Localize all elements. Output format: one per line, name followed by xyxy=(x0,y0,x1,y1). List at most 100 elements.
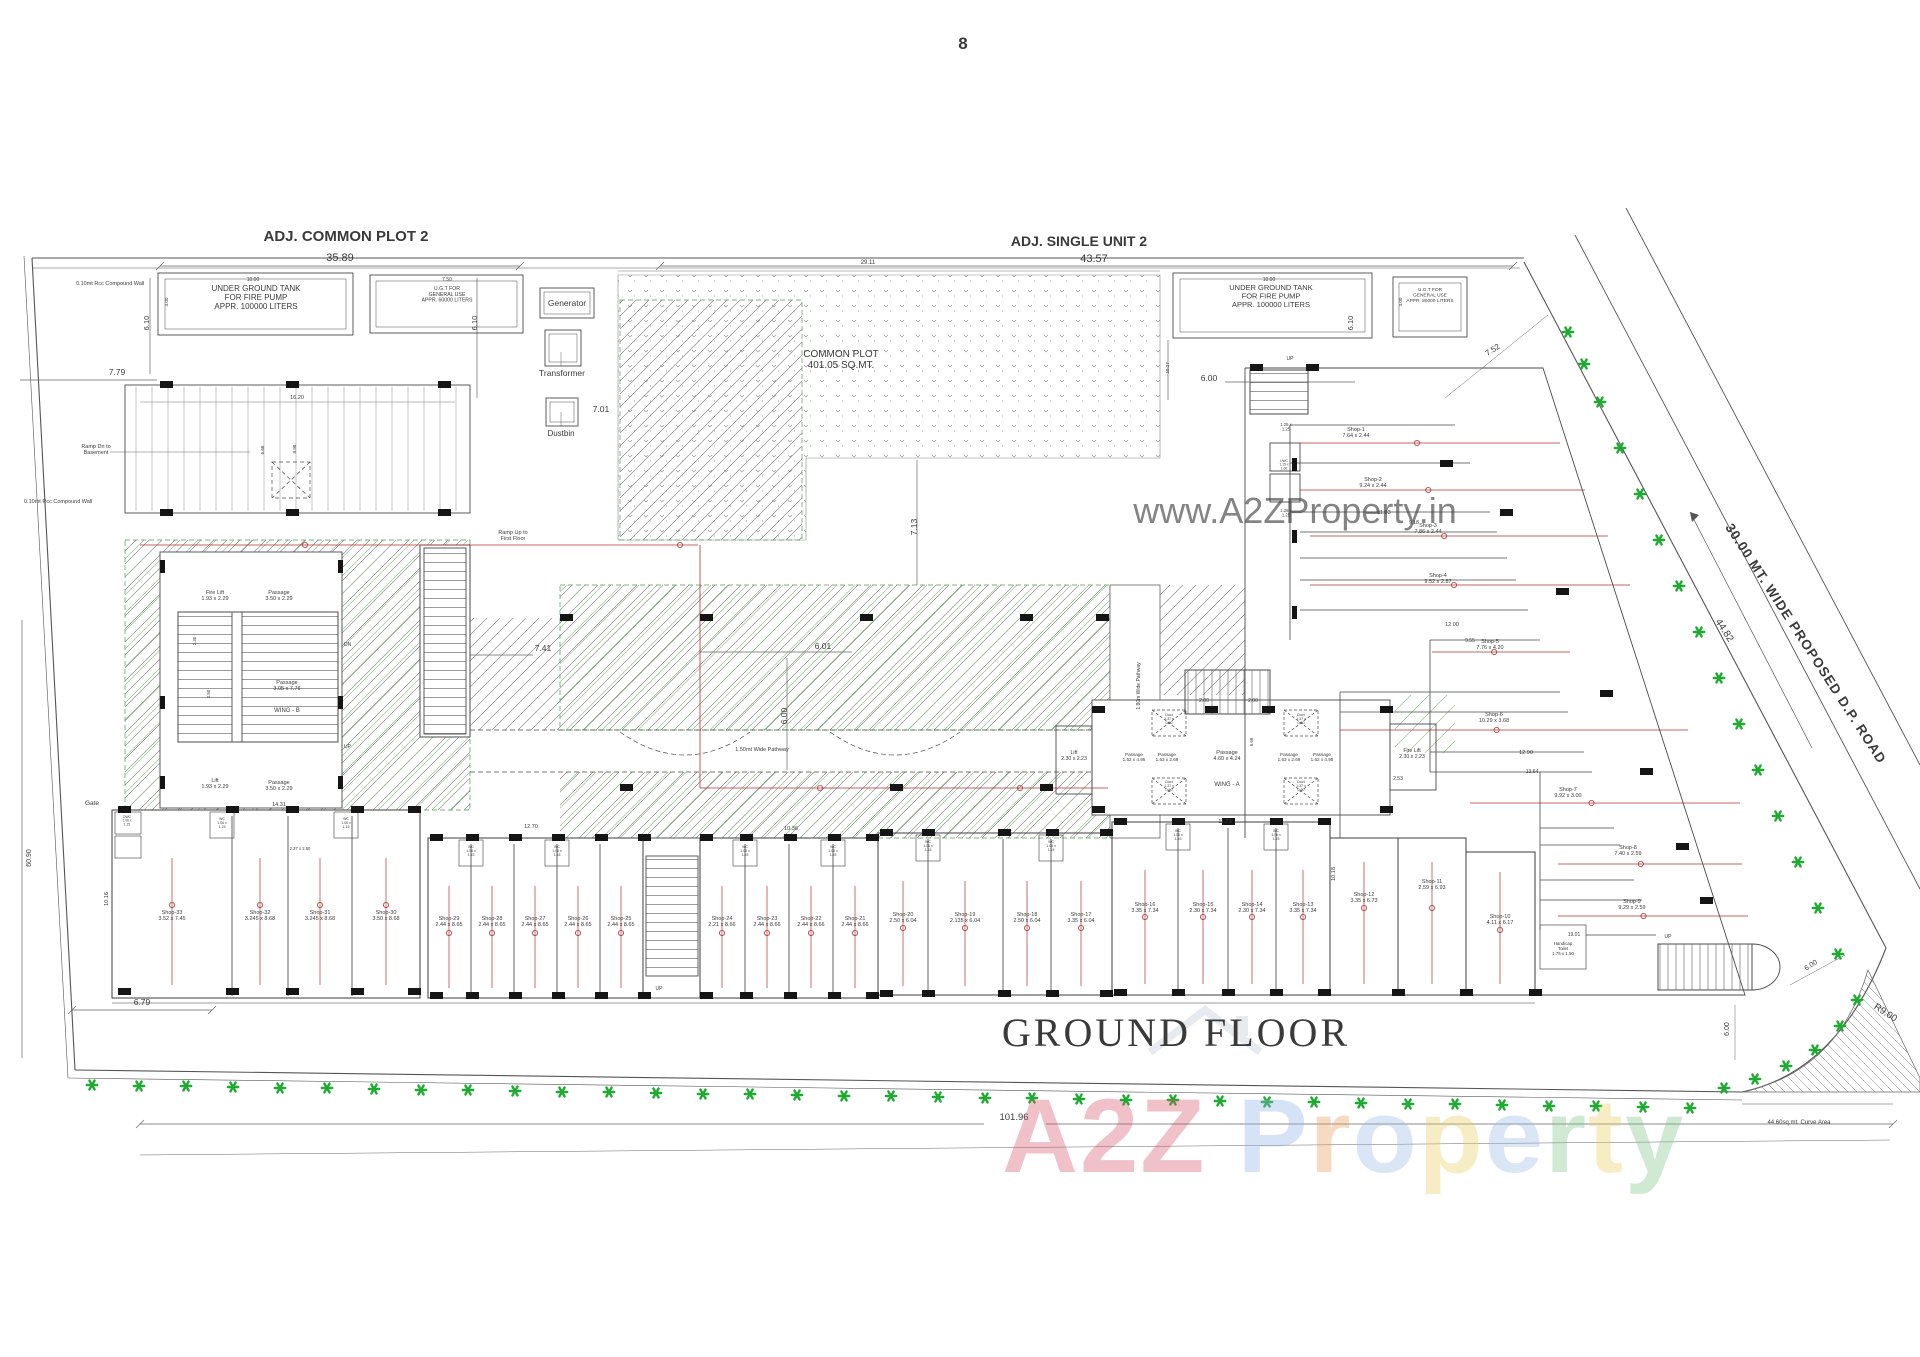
tree-icon xyxy=(1808,1044,1822,1056)
generator-box xyxy=(539,287,595,319)
wing-a-label: WING - A xyxy=(1214,782,1239,788)
dim-9-18: 9.18 xyxy=(1409,520,1419,526)
tree-icon xyxy=(1748,1073,1762,1085)
dim-2-30: 2.30 xyxy=(192,636,197,645)
tree-icon xyxy=(1495,1099,1509,1111)
dim-13-64: 13.64 xyxy=(1526,769,1539,775)
dimension-lines xyxy=(20,261,1898,1156)
dim-19-01: 19.01 xyxy=(1568,932,1581,938)
tree-icon xyxy=(1119,1094,1133,1106)
tree-icon xyxy=(1213,1095,1227,1107)
curve-area-label: 44.60sq.mt. Curve Area xyxy=(1767,1120,1831,1126)
dim-6-10-c: 6.10 xyxy=(1346,316,1355,331)
tree-icon xyxy=(1717,1082,1731,1094)
dim-8-98: 8.98 xyxy=(292,444,297,453)
dim-16-20: 16.20 xyxy=(290,395,304,401)
dim-35-89: 35.89 xyxy=(326,252,354,264)
dim-6-10-a: 6.10 xyxy=(142,316,151,331)
gate-label: Gate xyxy=(85,800,99,807)
tree-icon xyxy=(1732,718,1746,730)
dim-43-57: 43.57 xyxy=(1080,253,1108,265)
tree-icon xyxy=(1791,856,1805,868)
dim-11-83: 11.83 xyxy=(1377,510,1390,516)
dim-101-96: 101.96 xyxy=(999,1112,1028,1123)
compound-wall-label-a: 0.10mt Rcc Compound Wall xyxy=(76,281,144,287)
compound-wall-label-b: 0.10mt Rcc Compound Wall xyxy=(24,499,92,505)
dim-6-10-b: 6.10 xyxy=(470,316,479,331)
tree-icon xyxy=(1850,994,1864,1006)
dim-7-41: 7.41 xyxy=(535,643,552,653)
up-top-right-label: UP xyxy=(1287,356,1295,362)
tree-icon xyxy=(1025,1092,1039,1104)
tree-icon xyxy=(1652,534,1666,546)
tree-icon xyxy=(978,1092,992,1104)
transformer-label: Transformer xyxy=(539,368,585,378)
dim-10-16: 10.16 xyxy=(104,892,110,906)
tree-icon xyxy=(1307,1096,1321,1108)
dim-60-90: 60.90 xyxy=(26,849,33,867)
generator-label: Generator xyxy=(548,298,586,308)
dustbin-label: Dustbin xyxy=(547,429,574,438)
tree-icon xyxy=(837,1090,851,1102)
tree-icon xyxy=(1593,396,1607,408)
dim-6-68: 6.68 xyxy=(1249,737,1254,746)
dim-6-00-curve-v: 6.00 xyxy=(1724,1022,1731,1036)
tree-icon xyxy=(1779,1060,1793,1072)
dim-7-13: 7.13 xyxy=(909,518,919,535)
tree-icon xyxy=(696,1088,710,1100)
dim-7-50: 7.50 xyxy=(442,277,452,283)
tree-icon xyxy=(320,1082,334,1094)
dim-6-79: 6.79 xyxy=(134,997,151,1007)
tree-icon xyxy=(1712,672,1726,684)
tree-icon xyxy=(273,1082,287,1094)
tree-icon xyxy=(1771,810,1785,822)
dim-7-01: 7.01 xyxy=(593,404,610,414)
dim-12-00: 12.00 xyxy=(1445,622,1459,628)
ground-floor-title: GROUND FLOOR xyxy=(1002,1010,1350,1055)
tree-icon xyxy=(931,1091,945,1103)
tree-icon xyxy=(1401,1098,1415,1110)
dim-12-70: 12.70 xyxy=(524,824,538,830)
up-b-label: UP xyxy=(344,744,352,750)
dim-10-36: 10.36 xyxy=(784,826,798,832)
pathway-150-label: 1.50mt Wide Pathway xyxy=(735,747,789,753)
dim-2-50: 2.50 xyxy=(206,689,211,698)
dim-2-00-a: 2.00 xyxy=(1199,698,1209,704)
